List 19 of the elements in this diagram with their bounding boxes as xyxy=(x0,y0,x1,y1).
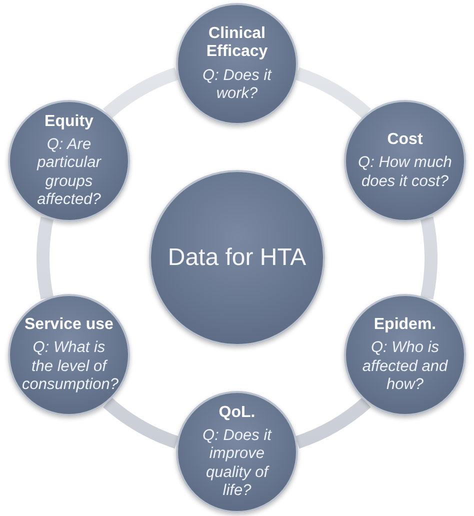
ring-arc xyxy=(294,68,371,119)
circle-heading: Service use xyxy=(24,316,114,334)
question-text: Q: Does it work? xyxy=(202,66,273,104)
ring-arc xyxy=(420,216,438,300)
circle-heading: QoL. xyxy=(218,404,256,422)
circle-heading: Cost xyxy=(387,131,423,150)
circle-heading: Equity xyxy=(44,112,94,132)
ring-arc xyxy=(103,68,180,119)
question-text: Q: Does it improve quality of life? xyxy=(202,427,273,500)
question-text: Q: Who is affected and how? xyxy=(361,339,449,394)
circle-heading: Epidem. xyxy=(374,316,436,334)
hub-label: Data for HTA xyxy=(168,244,306,272)
question-text: Q: Are particular groups affected? xyxy=(36,136,102,210)
circle-heading: Clinical Efficacy xyxy=(205,24,269,62)
ring-arc xyxy=(103,397,180,448)
ring-arc xyxy=(36,216,54,300)
question-text: Q: What is the level of consumption? xyxy=(22,339,116,394)
ring-arc xyxy=(294,397,371,448)
question-text: Q: How much does it cost? xyxy=(358,154,452,191)
